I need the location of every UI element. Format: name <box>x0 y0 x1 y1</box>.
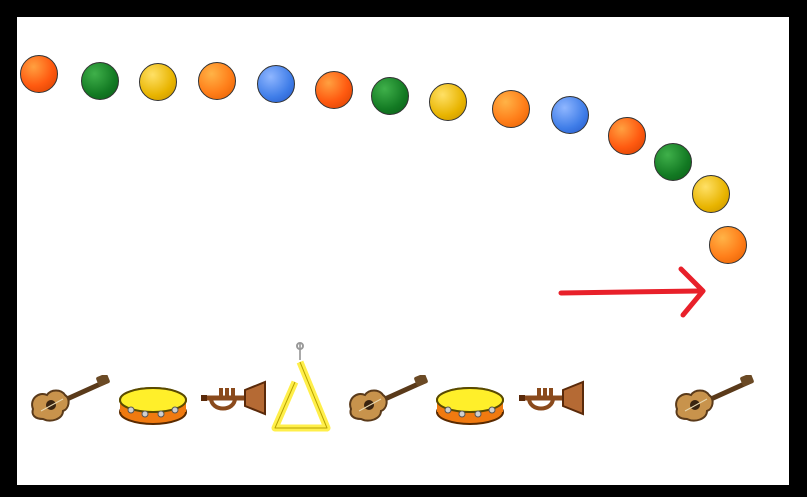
triangle-icon <box>269 342 331 439</box>
bead-orange-red-icon <box>20 55 58 93</box>
arrow-right-icon <box>557 263 712 323</box>
bead-orange-red-icon <box>315 71 353 109</box>
game-board <box>17 17 789 485</box>
bead-blue-icon <box>257 65 295 103</box>
bead-orange-red-icon <box>608 117 646 155</box>
bead-blue-icon <box>551 96 589 134</box>
bead-green-icon <box>654 143 692 181</box>
bead-green-icon <box>371 77 409 115</box>
guitar-icon <box>671 375 755 430</box>
tambourine-icon <box>434 384 506 433</box>
bead-orange-icon <box>198 62 236 100</box>
trumpet-icon <box>519 380 587 425</box>
bead-yellow-icon <box>692 175 730 213</box>
guitar-icon <box>345 375 429 430</box>
bead-yellow-icon <box>429 83 467 121</box>
bead-orange-icon <box>709 226 747 264</box>
guitar-icon <box>27 375 111 430</box>
tambourine-icon <box>117 384 189 433</box>
trumpet-icon <box>201 380 269 425</box>
bead-green-icon <box>81 62 119 100</box>
bead-yellow-icon <box>139 63 177 101</box>
bead-orange-icon <box>492 90 530 128</box>
